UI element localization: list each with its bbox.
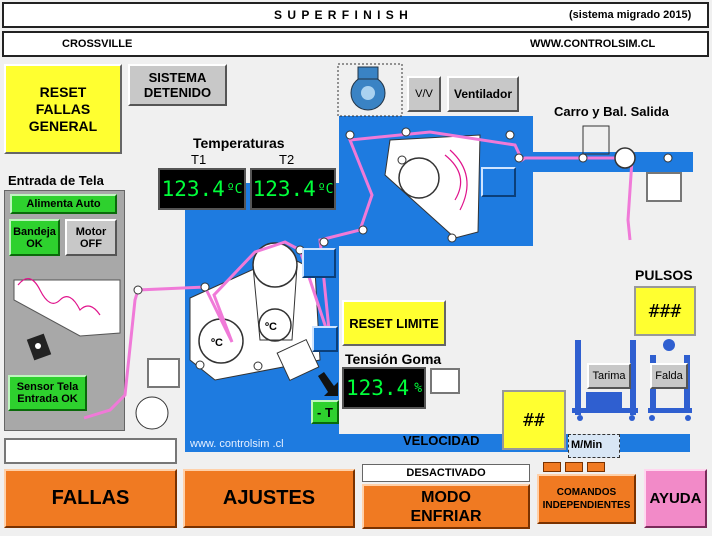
ayuda-button[interactable]: AYUDA — [644, 469, 707, 528]
pulsos-display: ### — [634, 286, 696, 336]
inlet-indicator-square[interactable] — [147, 358, 180, 388]
comandos-indicator-strip — [543, 462, 607, 473]
t1-unit: ºC — [226, 181, 243, 197]
tarima-button[interactable]: Tarima — [587, 363, 631, 389]
minus-t-button[interactable]: - T — [311, 400, 339, 424]
footer-url: www. controlsim .cl — [190, 438, 284, 450]
sistema-status-button[interactable]: SISTEMA DETENIDO — [128, 64, 227, 106]
motor-off-button[interactable]: Motor OFF — [65, 219, 117, 256]
sensor-tela-button[interactable]: Sensor Tela Entrada OK — [8, 375, 87, 411]
ajustes-button[interactable]: AJUSTES — [183, 469, 355, 528]
temperaturas-title: Temperaturas — [193, 135, 285, 151]
carro-title: Carro y Bal. Salida — [554, 104, 669, 119]
velocidad-unit: M/Min — [571, 439, 603, 451]
reset-fallas-button[interactable]: RESET FALLAS GENERAL — [4, 64, 122, 154]
bandeja-ok-button[interactable]: Bandeja OK — [9, 219, 60, 256]
pulsos-title: PULSOS — [635, 267, 693, 283]
t1-display: 123.4 ºC — [158, 168, 246, 210]
tension-title: Tensión Goma — [345, 351, 442, 367]
indicator-2 — [565, 462, 583, 472]
t2-display: 123.4 ºC — [250, 168, 336, 210]
indicator-3 — [587, 462, 605, 472]
outlet-indicator-square[interactable] — [646, 172, 682, 202]
tension-display: 123.4 % — [342, 367, 426, 409]
roll1-temp-unit: ºC — [211, 337, 223, 349]
app-subtitle: (sistema migrado 2015) — [569, 9, 692, 21]
t1-label: T1 — [191, 152, 207, 167]
fan-icon[interactable] — [337, 63, 403, 117]
velocidad-display: ## — [502, 390, 566, 450]
app-title: S U P E R F I N I S H — [274, 8, 409, 22]
upper-control-square[interactable] — [481, 167, 516, 197]
vv-button[interactable]: V/V — [407, 76, 441, 112]
modo-enfriar-button[interactable]: MODO ENFRIAR — [362, 484, 530, 529]
desactivado-label: DESACTIVADO — [362, 464, 530, 482]
tarima-cart-drawing — [572, 340, 638, 421]
title-bar: S U P E R F I N I S H (sistema migrado 2… — [2, 2, 709, 28]
tension-indicator-square[interactable] — [430, 368, 460, 394]
t2-label: T2 — [279, 152, 295, 167]
t1-value: 123.4 — [161, 177, 225, 201]
t2-unit: ºC — [317, 181, 334, 197]
velocidad-label: VELOCIDAD — [403, 433, 480, 448]
middle-control-square[interactable] — [302, 248, 336, 278]
site-url: WWW.CONTROLSIM.CL — [530, 38, 656, 50]
message-field[interactable] — [4, 438, 177, 464]
alimenta-auto-button[interactable]: Alimenta Auto — [10, 194, 117, 214]
velocidad-unit-box: M/Min — [568, 434, 620, 458]
arrow-icon — [318, 372, 338, 396]
tension-value: 123.4 — [345, 376, 410, 400]
lower-control-square[interactable] — [312, 326, 338, 352]
ventilador-button[interactable]: Ventilador — [447, 76, 519, 112]
entrada-title: Entrada de Tela — [8, 173, 104, 188]
roll2-temp-unit: ºC — [265, 321, 277, 333]
falda-button[interactable]: Falda — [650, 363, 688, 389]
sub-bar: CROSSVILLE WWW.CONTROLSIM.CL — [2, 31, 709, 57]
tension-unit: % — [414, 380, 423, 396]
t2-value: 123.4 — [252, 177, 316, 201]
indicator-1 — [543, 462, 561, 472]
fallas-button[interactable]: FALLAS — [4, 469, 177, 528]
reset-limite-button[interactable]: RESET LIMITE — [342, 300, 446, 346]
comandos-independientes-button[interactable]: COMANDOS INDEPENDIENTES — [537, 474, 636, 524]
plant-name: CROSSVILLE — [62, 38, 133, 50]
